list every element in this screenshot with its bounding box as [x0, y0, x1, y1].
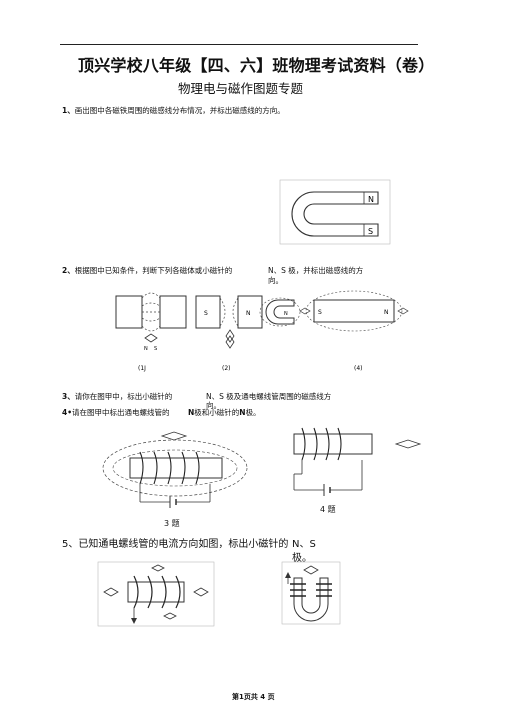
header-rule: [60, 44, 418, 45]
figure-2-horseshoe-label: N: [284, 311, 288, 317]
question-4-text-e: 极。: [245, 408, 261, 417]
question-2-text-b: N、S 极，并标出磁感线的方: [268, 266, 364, 275]
figure-5a-solenoid-needles: [97, 561, 215, 627]
question-4-text-d: N: [239, 408, 246, 417]
figure-2-needle-label-n: N: [144, 346, 148, 352]
question-1: 1、画出图中各磁铁周围的磁感线分布情况，并标出磁感线的方向。: [62, 106, 285, 116]
page-title: 顶兴学校八年级【四、六】班物理考试资料（卷）: [78, 56, 435, 75]
figure-2-caption-2: (2): [222, 365, 231, 372]
figure-2-magnets: N S (1J S N (2) N S N (4): [115, 290, 409, 372]
figure-4-solenoid-circuit: [293, 427, 422, 496]
question-2: 2、根据图中已知条件，判断下列各磁体或小磁针的: [62, 266, 232, 276]
question-5-text-a: 已知通电螺线管的电流方向如图，标出小磁针的: [78, 539, 289, 550]
figure-1-label-s: S: [368, 227, 373, 236]
question-4-text-b: N: [188, 408, 195, 417]
question-5-text-b: N、S: [292, 539, 316, 550]
figure-2-bar-left: S: [318, 309, 322, 316]
question-4-text-c: 极和小磁针的: [194, 408, 240, 417]
question-5: 5、已知通电螺线管的电流方向如图，标出小磁针的: [62, 538, 288, 551]
page-subtitle: 物理电与磁作图题专题: [178, 81, 304, 96]
question-3-number: 3、: [62, 392, 75, 401]
page-footer: 第1页共 4 页: [232, 693, 275, 701]
question-2-number: 2、: [62, 266, 75, 275]
question-2-text-c: 向。: [268, 276, 283, 285]
question-4-number: 4•: [62, 408, 73, 417]
figure-2-bar-right: N: [384, 309, 389, 316]
question-1-number: 1、: [62, 106, 75, 115]
question-2-text-a: 根据图中已知条件，判断下列各磁体或小磁针的: [74, 266, 233, 275]
question-3-text-a: 请你在图甲中，标出小磁针的: [74, 392, 173, 401]
figure-3-solenoid: [102, 431, 248, 508]
question-3-text-b: N、S 极及通电螺线管周围的磁感线方: [206, 392, 332, 401]
question-5-text-c: 极。: [292, 553, 312, 564]
figure-2-needle-label-s: S: [154, 346, 157, 352]
question-1-text: 画出图中各磁铁周围的磁感线分布情况，并标出磁感线的方向。: [74, 106, 285, 115]
question-3: 3、请你在图甲中，标出小磁针的: [62, 392, 172, 402]
figure-2-caption-1: (1J: [138, 365, 146, 372]
question-4: 4•请在图甲中标出通电螺线管的: [62, 408, 170, 418]
figure-5b-u-electromagnet: [281, 561, 341, 625]
figure-1-horseshoe-magnet: N S: [279, 179, 391, 245]
figure-4-caption: 4 题: [320, 505, 336, 514]
question-3-text-c: 向。: [206, 401, 221, 410]
figure-2-label-n: N: [246, 310, 251, 317]
figure-2-label-s: S: [204, 310, 208, 317]
question-4-text-a: 请在图甲中标出通电螺线管的: [72, 408, 170, 417]
figure-1-label-n: N: [368, 195, 374, 204]
question-5-number: 5、: [62, 539, 79, 550]
figure-2-caption-4: (4): [354, 365, 363, 372]
question-4-text-rest: N极和小磁针的N极。: [188, 408, 261, 418]
figure-3-caption: 3 题: [164, 519, 180, 528]
